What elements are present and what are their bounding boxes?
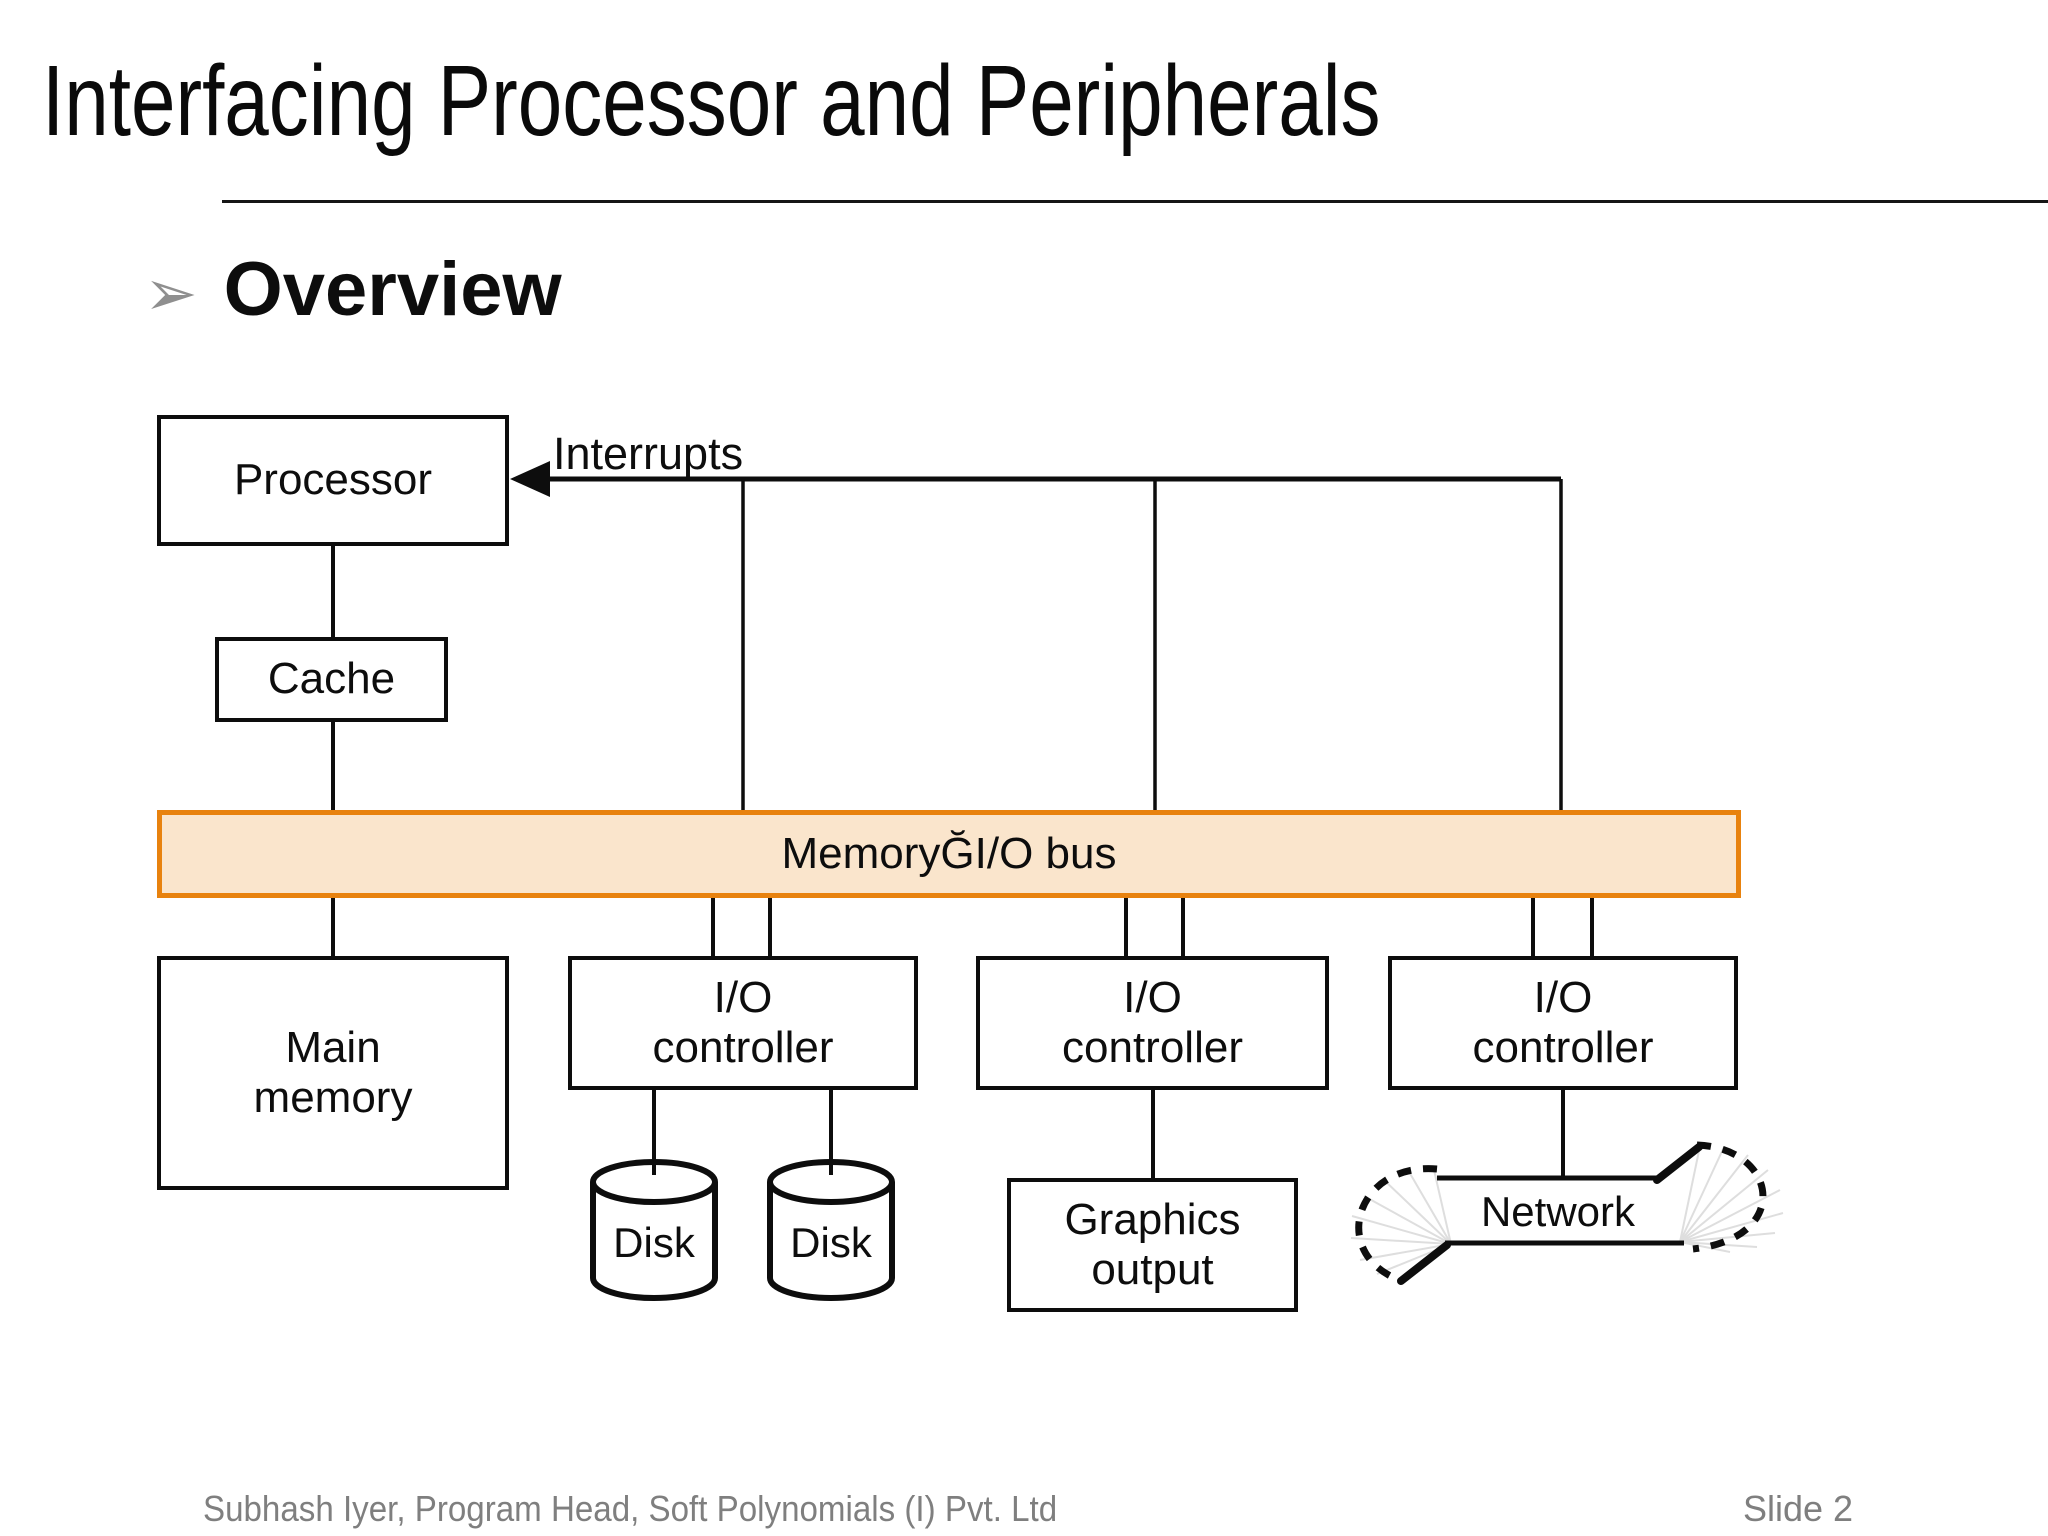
io-controller-3-box: I/O controller bbox=[1388, 956, 1738, 1090]
io-controller-2-box: I/O controller bbox=[976, 956, 1329, 1090]
section-heading-row: ➢ Overview bbox=[144, 252, 562, 328]
memory-io-bus: MemoryĞI/O bus bbox=[157, 810, 1741, 898]
section-heading: Overview bbox=[223, 247, 562, 332]
io-controller-2-label: I/O controller bbox=[1062, 972, 1243, 1072]
cache-label: Cache bbox=[267, 654, 396, 704]
cache-box: Cache bbox=[215, 637, 448, 722]
page-title: Interfacing Processor and Peripherals bbox=[42, 45, 1381, 157]
disk-1-label: Disk bbox=[613, 1219, 695, 1266]
io-controller-1-box: I/O controller bbox=[568, 956, 918, 1090]
arrow-bullet-icon: ➢ bbox=[144, 257, 198, 331]
bus-to-controller-lines bbox=[711, 898, 1594, 958]
main-memory-label: Main memory bbox=[253, 1022, 413, 1122]
processor-box: Processor bbox=[157, 415, 509, 546]
interrupts-label: Interrupts bbox=[553, 428, 744, 479]
graphics-output-box: Graphics output bbox=[1007, 1178, 1298, 1312]
controller-to-peripheral-lines bbox=[652, 1090, 1565, 1178]
footer-credit: Subhash Iyer, Program Head, Soft Polynom… bbox=[203, 1488, 1058, 1529]
processor-label: Processor bbox=[233, 455, 433, 505]
io-controller-3-label: I/O controller bbox=[1472, 972, 1654, 1072]
title-divider bbox=[222, 200, 2048, 203]
io-controller-1-label: I/O controller bbox=[652, 972, 834, 1072]
disk-2-label: Disk bbox=[790, 1219, 872, 1266]
graphics-output-label: Graphics output bbox=[1064, 1194, 1241, 1294]
network-label: Network bbox=[1480, 1188, 1636, 1235]
memory-io-bus-label: MemoryĞI/O bus bbox=[781, 829, 1117, 878]
slide-number: Slide 2 bbox=[1743, 1488, 1854, 1529]
interrupts-arrow bbox=[510, 461, 1563, 810]
main-memory-box: Main memory bbox=[157, 956, 509, 1190]
